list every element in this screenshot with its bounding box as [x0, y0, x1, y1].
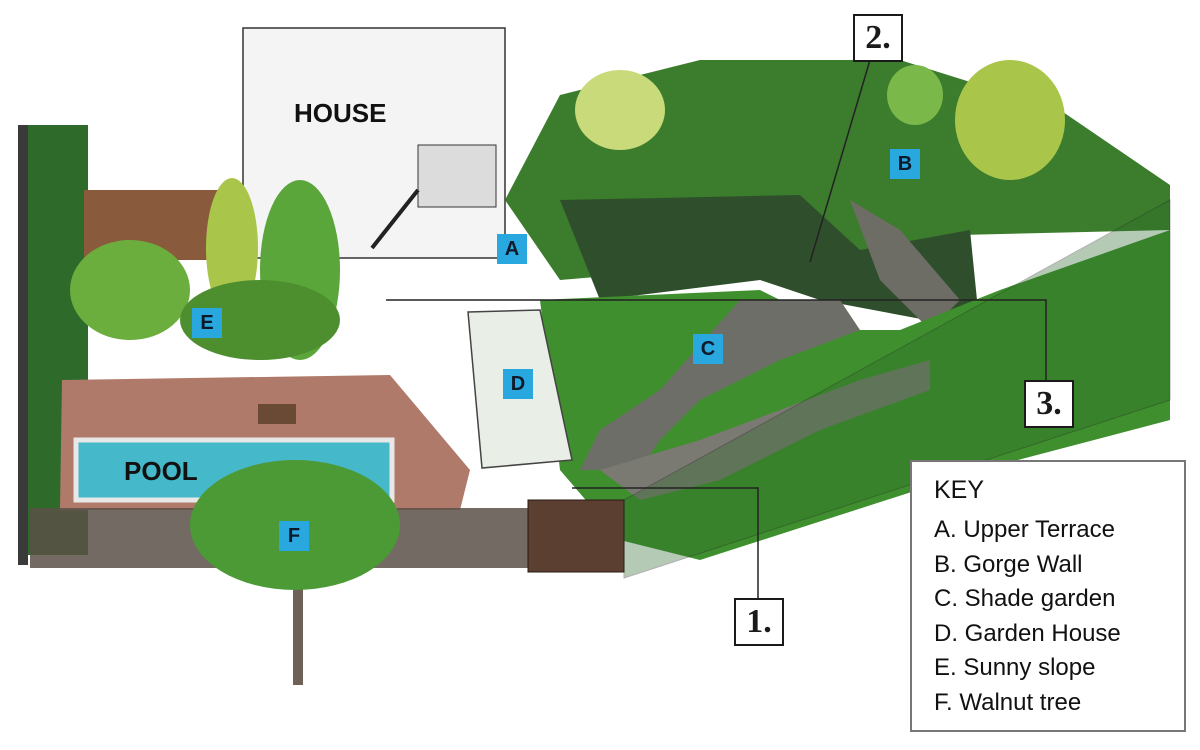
- gorge-wall: [560, 195, 980, 330]
- callout-2-leader: [809, 59, 871, 263]
- left-wall-edge: [18, 125, 28, 565]
- house-label: HOUSE: [294, 98, 387, 128]
- key-item-a: A. Upper Terrace: [934, 516, 1115, 543]
- marker-c: C: [693, 334, 723, 364]
- key-item-e: E. Sunny slope: [934, 654, 1096, 681]
- tree-right-2: [955, 60, 1065, 180]
- tree-right-1: [887, 65, 943, 125]
- marker-d: D: [503, 369, 533, 399]
- marker-e: E: [192, 308, 222, 338]
- callout-3: 3.: [1024, 380, 1074, 428]
- callout-2: 2.: [853, 14, 903, 62]
- key-item-d: D. Garden House: [934, 619, 1121, 647]
- walnut-trunk: [293, 560, 303, 685]
- pool-label: POOL: [124, 456, 198, 486]
- bench: [258, 404, 296, 424]
- key-item-b: B. Gorge Wall: [934, 550, 1083, 578]
- map-key: KEY A. Upper Terrace B. Gorge Wall C. Sh…: [910, 460, 1186, 732]
- shrub-left: [70, 240, 190, 340]
- callout-1: 1.: [734, 598, 784, 646]
- marker-b: B: [890, 149, 920, 179]
- garden-gate: [527, 499, 625, 573]
- key-item-c: C. Shade garden: [934, 585, 1116, 612]
- marker-a: A: [497, 234, 527, 264]
- marker-f: F: [279, 521, 309, 551]
- key-item-f: F. Walnut tree: [934, 688, 1082, 716]
- callout-3-leader: [386, 299, 1047, 382]
- callout-1-leader: [572, 487, 759, 600]
- tree-mid: [575, 70, 665, 150]
- key-title: KEY: [934, 476, 985, 504]
- shrub-mid: [180, 280, 340, 360]
- lower-path: [600, 360, 930, 500]
- stone-steps: [850, 200, 960, 330]
- house-stair: [370, 188, 420, 250]
- house-annex: [417, 144, 497, 208]
- stone-path: [580, 300, 860, 470]
